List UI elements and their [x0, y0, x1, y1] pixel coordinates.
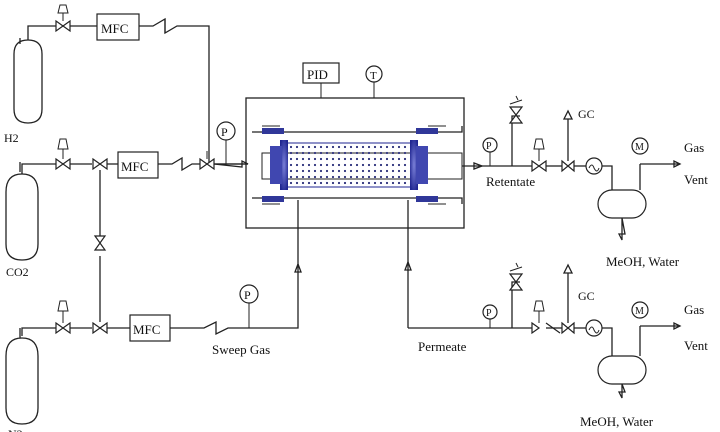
permeate-label: Permeate [418, 339, 467, 354]
co2-shutoff-valve[interactable] [55, 157, 71, 171]
retentate-condenser [585, 157, 603, 175]
sweep-gas-label: Sweep Gas [212, 342, 270, 357]
permeate-relief-valve[interactable] [508, 273, 524, 291]
co2-n2-mix-valve[interactable] [199, 157, 215, 171]
retentate-label: Retentate [486, 174, 535, 189]
co2-label: CO2 [6, 265, 29, 279]
retentate-vent-label: Vent [684, 172, 708, 187]
permeate-vent-label: Vent [684, 338, 708, 353]
feed-pressure-label: P [221, 125, 228, 139]
retentate-moisture-label: M [635, 142, 644, 153]
permeate-gc-label: GC [578, 289, 595, 303]
co2-mfc-label: MFC [121, 159, 148, 174]
permeate-moisture-sensor [631, 301, 649, 319]
co2-cylinder: CO2 [5, 162, 39, 279]
right-end-cap [416, 146, 428, 184]
n2-mfc-box [129, 314, 171, 342]
permeate-pressure-label: P [486, 308, 492, 319]
h2-shutoff-valve[interactable] [55, 19, 71, 33]
permeate-separator [597, 355, 647, 385]
catalyst-bed [285, 142, 413, 188]
h2-cylinder: H2 [4, 38, 43, 145]
permeate-gc-valve[interactable] [561, 321, 575, 335]
co2-regulator-icon [57, 138, 69, 159]
retentate-separator [597, 189, 647, 219]
pid-label: PID [307, 67, 328, 82]
left-flange [280, 140, 288, 190]
co2-isolation-valve[interactable] [92, 157, 108, 171]
permeate-moisture-label: M [635, 306, 644, 317]
retentate-pressure-label: P [486, 141, 492, 152]
retentate-bpr-icon [533, 138, 545, 161]
n2-label: N2 [8, 427, 23, 432]
right-flange [410, 140, 418, 190]
h2-label: H2 [4, 131, 19, 145]
co2-feed-line: MFC P [21, 121, 248, 179]
permeate-bpr-icon [533, 300, 545, 323]
permeate-condenser [585, 319, 603, 337]
cross-connect-valve[interactable] [93, 235, 107, 251]
retentate-back-pressure-valve[interactable] [531, 159, 547, 173]
retentate-liquid-label: MeOH, Water [606, 254, 680, 269]
permeate-line: Permeate P GC MeOH, Water M Gas Vent [408, 262, 708, 429]
h2-feed-line: MFC [27, 4, 210, 164]
n2-mfc-label: MFC [133, 322, 160, 337]
temperature-label: T [370, 70, 377, 82]
retentate-gc-valve[interactable] [561, 159, 575, 173]
h2-regulator-icon [57, 4, 69, 21]
retentate-relief-valve[interactable] [508, 106, 524, 124]
n2-cylinder: N2 [5, 328, 39, 432]
membrane-reactor: PID T [213, 62, 465, 328]
h2-mfc-box [96, 13, 140, 41]
n2-shutoff-valve[interactable] [55, 321, 71, 335]
left-end-cap [270, 146, 282, 184]
n2-isolation-valve[interactable] [92, 321, 108, 335]
n2-regulator-icon [57, 300, 69, 323]
co2-mfc-box [117, 151, 159, 179]
permeate-liquid-label: MeOH, Water [580, 414, 654, 429]
n2-feed-line: MFC P Sweep Gas [21, 264, 299, 357]
retentate-line: P Retentate GC MeOH, Water M Gas Vent [462, 95, 708, 269]
retentate-gc-label: GC [578, 107, 595, 121]
retentate-moisture-sensor [631, 137, 649, 155]
cross-connect-line [93, 170, 107, 322]
sweep-pressure-label: P [244, 288, 251, 302]
retentate-gas-label: Gas [684, 140, 704, 155]
h2-mfc-label: MFC [101, 21, 128, 36]
permeate-gas-label: Gas [684, 302, 704, 317]
